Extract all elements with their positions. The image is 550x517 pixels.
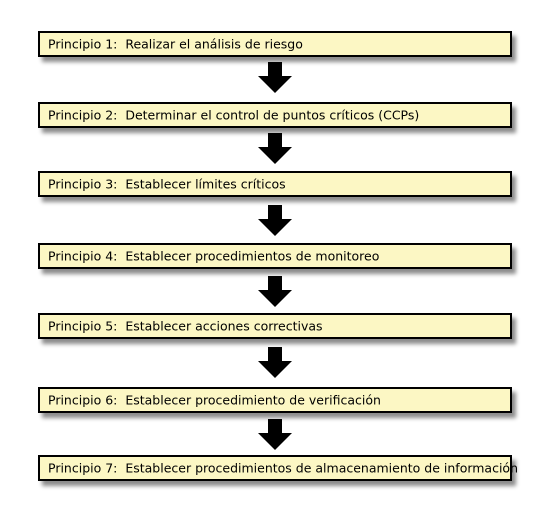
down-arrow-icon (257, 347, 293, 379)
step-label-5: Principio 5: Establecer acciones correct… (48, 318, 323, 334)
step-box-1: Principio 1: Realizar el análisis de rie… (38, 31, 512, 57)
step-label-2: Principio 2: Determinar el control de pu… (48, 107, 420, 123)
step-box-5: Principio 5: Establecer acciones correct… (38, 313, 512, 339)
step-label-4: Principio 4: Establecer procedimientos d… (48, 248, 380, 264)
step-box-4: Principio 4: Establecer procedimientos d… (38, 243, 512, 269)
step-box-6: Principio 6: Establecer procedimiento de… (38, 387, 512, 413)
step-label-6: Principio 6: Establecer procedimiento de… (48, 392, 381, 408)
down-arrow-icon (257, 419, 293, 451)
down-arrow-icon (257, 276, 293, 308)
step-label-3: Principio 3: Establecer límites críticos (48, 176, 286, 192)
down-arrow-icon (257, 133, 293, 165)
down-arrow-icon (257, 62, 293, 94)
down-arrow-icon (257, 205, 293, 237)
step-label-1: Principio 1: Realizar el análisis de rie… (48, 36, 303, 52)
step-box-3: Principio 3: Establecer límites críticos (38, 171, 512, 197)
step-box-2: Principio 2: Determinar el control de pu… (38, 102, 512, 128)
step-label-7: Principio 7: Establecer procedimientos d… (48, 460, 519, 476)
step-box-7: Principio 7: Establecer procedimientos d… (38, 455, 518, 481)
